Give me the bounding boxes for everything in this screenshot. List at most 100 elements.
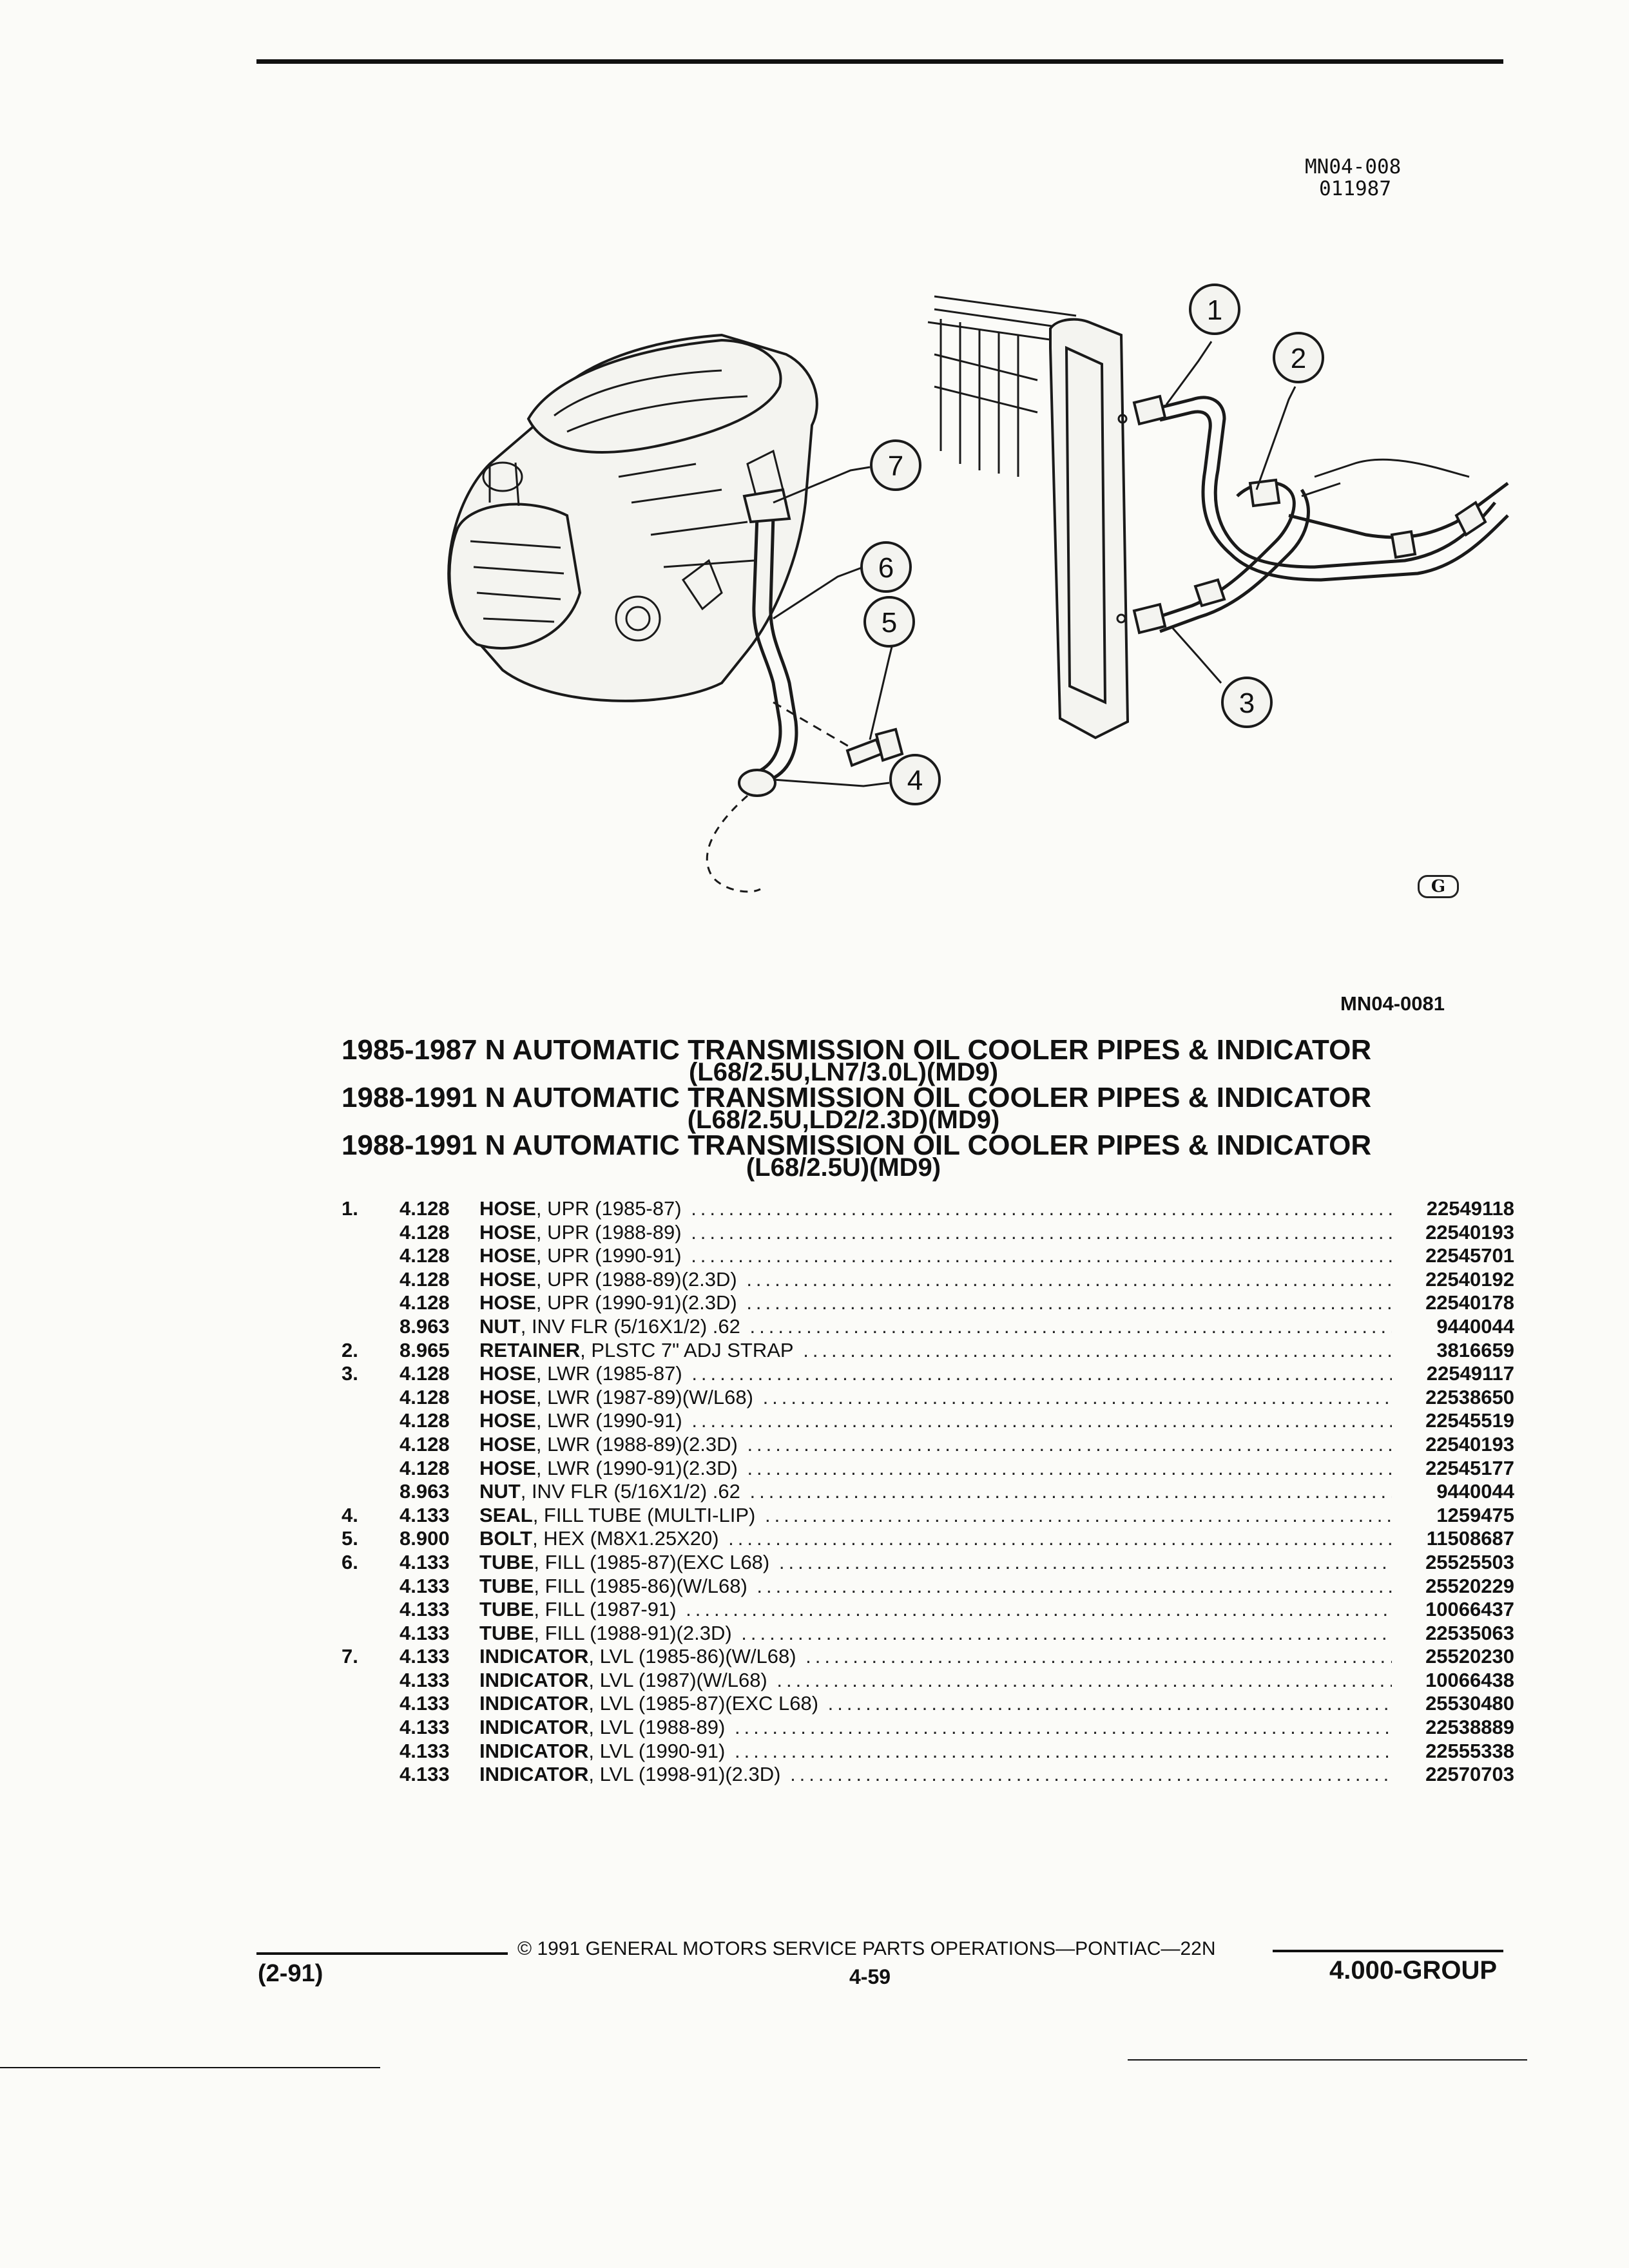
part-number: 11508687	[1426, 1527, 1514, 1550]
part-description: INDICATOR, LVL (1985-87)(EXC L68) ......…	[479, 1692, 1392, 1715]
part-detail: , HEX (M8X1.25X20)	[532, 1527, 719, 1550]
item-number: 4.	[342, 1503, 358, 1526]
part-detail: , FILL TUBE (MULTI-LIP)	[532, 1503, 756, 1526]
part-number: 22540192	[1425, 1267, 1514, 1291]
figure-ref-line1: MN04-008	[1305, 155, 1402, 178]
part-detail: , INV FLR (5/16X1/2) .62	[520, 1314, 740, 1338]
group-number: 4.128	[400, 1291, 450, 1314]
bolt-drawing	[773, 701, 904, 767]
part-name: NUT	[479, 1480, 521, 1503]
part-number: 9440044	[1436, 1480, 1514, 1503]
group-number: 8.900	[400, 1527, 450, 1550]
part-number: 10066438	[1425, 1668, 1514, 1691]
item-number: 5.	[342, 1527, 358, 1550]
radiator-drawing	[927, 295, 1130, 740]
group-number: 4.133	[400, 1668, 450, 1691]
engine-drawing	[447, 333, 818, 702]
part-description: INDICATOR, LVL (1987)(W/L68) ...........…	[479, 1669, 1392, 1692]
part-description: HOSE, LWR (1987-89)(W/L68) .............…	[479, 1386, 1392, 1409]
part-description: NUT, INV FLR (5/16X1/2) .62 ............…	[479, 1480, 1392, 1503]
part-detail: , FILL (1985-86)(W/L68)	[534, 1574, 747, 1597]
part-number: 22538889	[1425, 1716, 1514, 1739]
part-number: 22570703	[1425, 1763, 1514, 1786]
part-detail: , LVL (1990-91)	[588, 1739, 726, 1762]
part-detail: , UPR (1990-91)(2.3D)	[535, 1291, 737, 1314]
part-name: INDICATOR	[479, 1716, 589, 1739]
group-number: 4.128	[400, 1432, 450, 1456]
table-row: 4.128 HOSE, UPR (1990-91)(2.3D) .........…	[342, 1291, 1514, 1315]
part-description: INDICATOR, LVL (1998-91)(2.3D) .........…	[479, 1763, 1392, 1786]
group-number: 4.128	[400, 1456, 450, 1479]
part-description: INDICATOR, LVL (1985-86)(W/L68) ........…	[479, 1645, 1392, 1668]
part-detail: , UPR (1990-91)	[535, 1244, 682, 1267]
part-detail: , LWR (1990-91)	[535, 1409, 682, 1432]
footer-rule-right	[1273, 1950, 1503, 1952]
part-number: 22555338	[1425, 1739, 1514, 1762]
group-number: 4.128	[400, 1220, 450, 1244]
group-number: 4.133	[400, 1716, 450, 1739]
part-number: 22549118	[1426, 1197, 1514, 1220]
callout-5-label: 5	[882, 607, 897, 639]
dot-leader: ........................................…	[778, 1550, 1392, 1573]
part-detail: , FILL (1987-91)	[534, 1598, 677, 1621]
gm-brand-mark: G	[1418, 875, 1459, 898]
part-description: HOSE, UPR (1990-91) ....................…	[479, 1244, 1392, 1267]
part-detail: , LVL (1988-89)	[588, 1716, 726, 1739]
group-number: 4.133	[400, 1598, 450, 1621]
group-number: 4.128	[400, 1362, 450, 1385]
part-description: BOLT, HEX (M8X1.25X20) .................…	[479, 1527, 1392, 1550]
dot-leader: ........................................…	[691, 1244, 1392, 1267]
part-number: 1259475	[1436, 1503, 1514, 1526]
group-number: 4.133	[400, 1550, 450, 1573]
part-name: RETAINER	[479, 1338, 581, 1361]
footer-copyright: © 1991 GENERAL MOTORS SERVICE PARTS OPER…	[517, 1938, 1216, 1959]
parts-illustration: 1 2 3 4 5 6 7	[447, 284, 1509, 893]
callout-7: 7	[773, 439, 921, 504]
footer-group: 4.000-GROUP	[1329, 1956, 1498, 1984]
group-number: 8.963	[400, 1314, 450, 1338]
part-number: 22540178	[1425, 1291, 1514, 1314]
subtitle-3: (L68/2.5U)(MD9)	[746, 1153, 941, 1182]
dot-leader: ........................................…	[776, 1668, 1392, 1691]
part-description: HOSE, LWR (1990-91) ....................…	[479, 1409, 1392, 1432]
group-number: 8.965	[400, 1338, 450, 1361]
table-row: 5. 8.900 BOLT, HEX (M8X1.25X20) ..........…	[342, 1527, 1514, 1551]
part-description: RETAINER, PLSTC 7" ADJ STRAP ...........…	[479, 1339, 1392, 1362]
part-description: HOSE, UPR (1985-87) ....................…	[479, 1197, 1392, 1220]
part-name: HOSE	[479, 1244, 536, 1267]
part-detail: , UPR (1985-87)	[535, 1197, 682, 1220]
dot-leader: ........................................…	[728, 1527, 1392, 1550]
callout-1-label: 1	[1207, 294, 1222, 326]
part-name: TUBE	[479, 1598, 534, 1621]
part-detail: , LWR (1988-89)(2.3D)	[535, 1432, 738, 1456]
part-detail: , FILL (1988-91)(2.3D)	[534, 1621, 732, 1644]
callout-5: 5	[863, 596, 915, 740]
part-description: HOSE, UPR (1990-91)(2.3D) ..............…	[479, 1291, 1392, 1314]
group-number: 4.133	[400, 1739, 450, 1762]
table-row: 4.133 INDICATOR, LVL (1987)(W/L68) ......…	[342, 1669, 1514, 1693]
group-number: 8.963	[400, 1480, 450, 1503]
brand-mark-letter: G	[1431, 877, 1446, 896]
dot-leader: ........................................…	[734, 1739, 1392, 1762]
title-1: 1985-1987 N AUTOMATIC TRANSMISSION OIL C…	[342, 1034, 1372, 1066]
part-name: HOSE	[479, 1456, 536, 1479]
dot-leader: ........................................…	[746, 1267, 1392, 1291]
part-name: HOSE	[479, 1385, 536, 1408]
figure-id: MN04-0081	[1340, 992, 1445, 1015]
footer-rule-left	[256, 1952, 508, 1955]
bottom-rule-right	[1128, 2059, 1527, 2061]
part-detail: , LWR (1985-87)	[535, 1362, 682, 1385]
part-number: 25520230	[1425, 1645, 1514, 1668]
part-detail: , LWR (1987-89)(W/L68)	[535, 1385, 753, 1408]
